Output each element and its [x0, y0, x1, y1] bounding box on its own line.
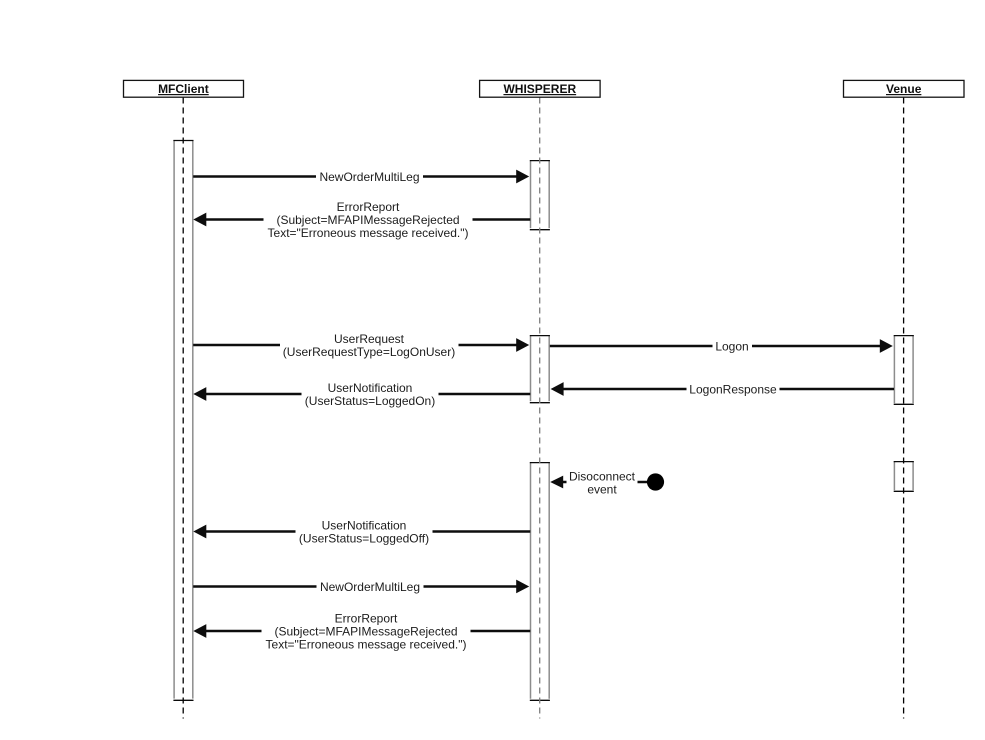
- svg-text:event: event: [587, 483, 617, 497]
- svg-text:UserNotification: UserNotification: [328, 381, 413, 395]
- svg-text:UserRequest: UserRequest: [334, 332, 405, 346]
- svg-text:ErrorReport: ErrorReport: [337, 200, 400, 214]
- svg-text:WHISPERER: WHISPERER: [503, 82, 576, 96]
- svg-text:(UserStatus=LoggedOn): (UserStatus=LoggedOn): [305, 394, 435, 408]
- svg-text:Disoconnect: Disoconnect: [569, 470, 636, 484]
- svg-text:Text="Erroneous message receiv: Text="Erroneous message received."): [266, 637, 467, 651]
- svg-text:Text="Erroneous message receiv: Text="Erroneous message received."): [268, 226, 469, 240]
- svg-text:UserNotification: UserNotification: [322, 518, 407, 532]
- svg-text:NewOrderMultiLeg: NewOrderMultiLeg: [320, 580, 420, 594]
- svg-text:Logon: Logon: [715, 339, 748, 353]
- svg-text:Venue: Venue: [886, 82, 922, 96]
- svg-text:(Subject=MFAPIMessageRejected: (Subject=MFAPIMessageRejected: [274, 624, 457, 638]
- svg-text:(Subject=MFAPIMessageRejected: (Subject=MFAPIMessageRejected: [276, 213, 459, 227]
- svg-text:MFClient: MFClient: [158, 82, 209, 96]
- svg-text:(UserStatus=LoggedOff): (UserStatus=LoggedOff): [299, 531, 429, 545]
- svg-text:(UserRequestType=LogOnUser): (UserRequestType=LogOnUser): [283, 345, 455, 359]
- svg-text:NewOrderMultiLeg: NewOrderMultiLeg: [319, 170, 419, 184]
- svg-text:LogonResponse: LogonResponse: [689, 382, 777, 396]
- svg-text:ErrorReport: ErrorReport: [335, 611, 398, 625]
